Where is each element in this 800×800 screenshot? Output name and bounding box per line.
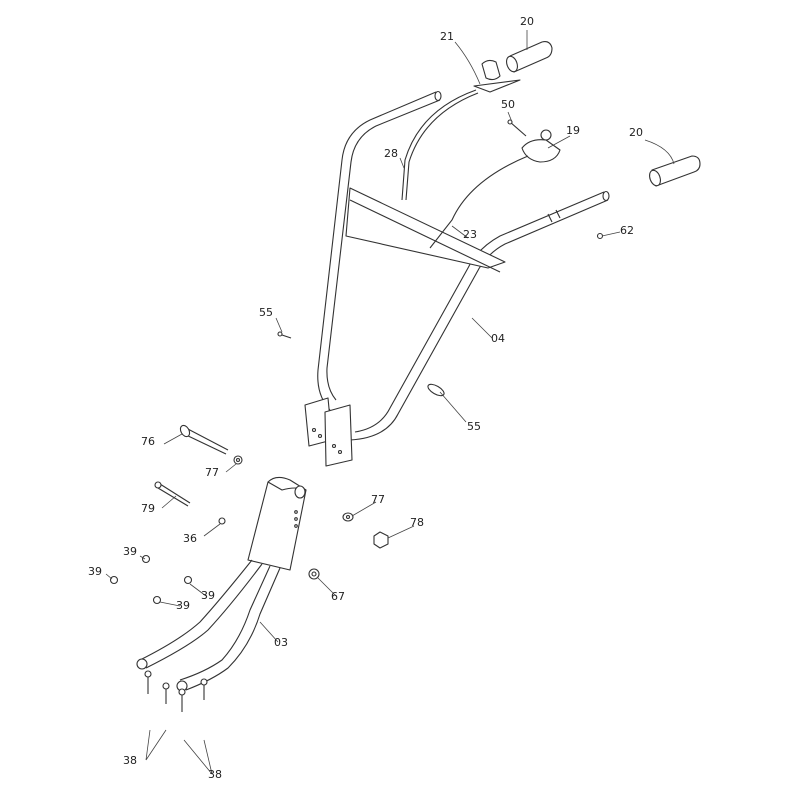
label-39: 39 xyxy=(176,599,190,612)
label-55: 55 xyxy=(259,306,273,319)
label-38: 38 xyxy=(123,754,137,767)
bolt-79 xyxy=(154,481,191,507)
label-36: 36 xyxy=(183,532,197,545)
lever-21 xyxy=(401,59,521,201)
label-79: 79 xyxy=(141,502,155,515)
label-04: 04 xyxy=(491,332,505,345)
label-78: 78 xyxy=(410,516,424,529)
label-77: 77 xyxy=(205,466,219,479)
label-39: 39 xyxy=(88,565,102,578)
label-38: 38 xyxy=(208,768,222,781)
handle-frame-04 xyxy=(304,90,610,467)
grip-20-right xyxy=(649,155,701,187)
leader-lines xyxy=(105,30,675,775)
lower-frame-03 xyxy=(136,476,307,692)
label-20: 20 xyxy=(629,126,643,139)
grip-20-top xyxy=(506,41,553,73)
label-20: 20 xyxy=(520,15,534,28)
nut-36 xyxy=(218,517,226,525)
clip-55 xyxy=(427,383,445,397)
pin-50 xyxy=(507,119,527,137)
pin-55-left xyxy=(277,331,292,339)
nut-67 xyxy=(308,568,320,580)
label-50: 50 xyxy=(501,98,515,111)
bolt-76 xyxy=(179,424,229,455)
label-21: 21 xyxy=(440,30,454,43)
screw-62 xyxy=(596,232,604,240)
label-55: 55 xyxy=(467,420,481,433)
nuts-39 xyxy=(109,554,193,605)
bolts-38 xyxy=(144,670,208,712)
label-62: 62 xyxy=(620,224,634,237)
nut-78 xyxy=(373,531,389,549)
label-77: 77 xyxy=(371,493,385,506)
label-39: 39 xyxy=(201,589,215,602)
label-76: 76 xyxy=(141,435,155,448)
label-67: 67 xyxy=(331,590,345,603)
label-23: 23 xyxy=(463,228,477,241)
label-28: 28 xyxy=(384,147,398,160)
label-19: 19 xyxy=(566,124,580,137)
washer-77-right xyxy=(342,512,354,522)
label-39: 39 xyxy=(123,545,137,558)
lever-19 xyxy=(429,129,561,249)
washer-77-left xyxy=(233,455,243,465)
label-03: 03 xyxy=(274,636,288,649)
